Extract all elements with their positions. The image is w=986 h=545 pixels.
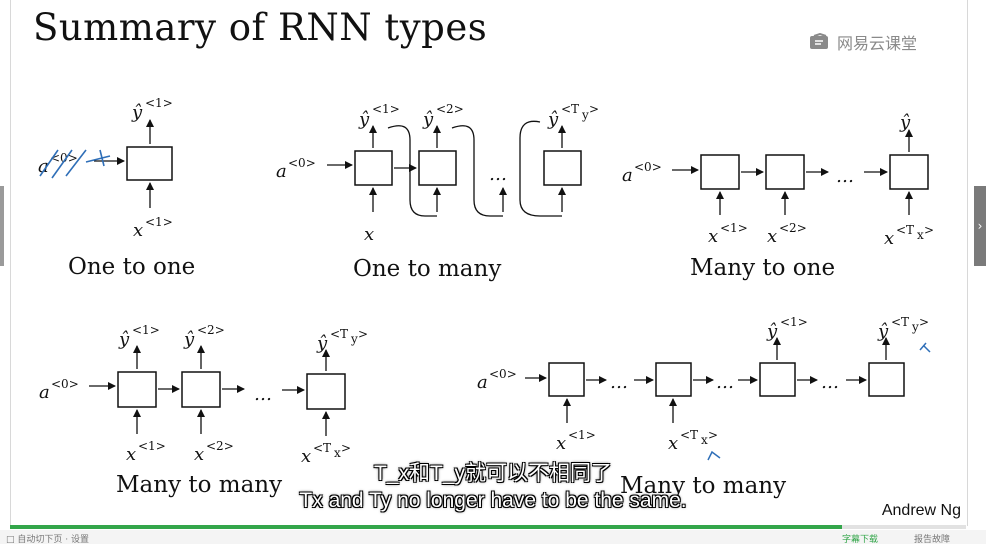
next-slide-button[interactable]: › <box>974 186 986 266</box>
brand-logo: 网易云课堂 <box>809 30 917 54</box>
diagram-many-to-one: a <0> … x <1> x <2> x <T x > ŷ <box>622 112 934 249</box>
svg-text:<1>: <1> <box>145 215 173 229</box>
svg-text:x: x <box>767 226 777 247</box>
report-issue-link[interactable]: 报告故障 <box>914 535 951 545</box>
svg-text:a: a <box>477 372 488 393</box>
svg-text:<T: <T <box>561 102 579 116</box>
auto-next-toggle[interactable]: □ 自动切下页 · 设置 <box>6 535 89 545</box>
caption-many-to-many-equal: Many to many <box>116 472 283 498</box>
annotation-strike <box>39 149 111 179</box>
svg-text:<2>: <2> <box>206 439 234 453</box>
svg-text:x: x <box>301 446 311 467</box>
svg-text:x: x <box>194 444 204 465</box>
caption-one-to-one: One to one <box>68 254 196 280</box>
svg-text:<0>: <0> <box>288 156 316 170</box>
diagram-many-to-many-encoder-decoder: a <0> … … … x <1> x <T x > ŷ <1> ŷ <T y … <box>477 315 931 461</box>
diagram-one-to-many: a <0> x … ŷ <1> ŷ <2> ŷ <T y > <box>276 102 599 245</box>
svg-text:<T: <T <box>896 223 914 237</box>
svg-text:<1>: <1> <box>568 428 596 442</box>
svg-text:<0>: <0> <box>51 377 79 391</box>
svg-text:…: … <box>254 384 272 405</box>
diagram-many-to-many-equal: a <0> … ŷ <1> ŷ <2> ŷ <T y > x <1> x <2>… <box>39 323 368 467</box>
author-credit: Andrew Ng <box>881 502 961 519</box>
svg-text:<1>: <1> <box>780 315 808 329</box>
svg-text:>: > <box>589 102 599 116</box>
annotation-mark <box>919 342 931 353</box>
diagram-one-to-one: a <0> x <1> ŷ <1> <box>38 96 173 241</box>
svg-text:y: y <box>911 320 919 334</box>
svg-text:<2>: <2> <box>436 102 464 116</box>
rnn-cell <box>126 146 173 181</box>
subtitle-line-chinese: T_x和T_y就可以不相同了 <box>373 462 612 485</box>
svg-text:<T: <T <box>313 441 331 455</box>
slide-title: Summary of RNN types <box>33 6 488 49</box>
svg-text:ŷ: ŷ <box>183 329 195 350</box>
svg-text:…: … <box>821 372 839 393</box>
brand-name: 网易云课堂 <box>837 34 918 53</box>
svg-text:<T: <T <box>680 428 698 442</box>
previous-slide-handle[interactable] <box>0 186 4 266</box>
subtitle-download-link[interactable]: 字幕下载 <box>842 535 879 545</box>
svg-text:…: … <box>836 166 854 187</box>
svg-text:<0>: <0> <box>50 151 78 165</box>
svg-text:>: > <box>341 441 351 455</box>
video-progress-bar[interactable] <box>10 525 966 529</box>
svg-text:x: x <box>334 446 341 460</box>
svg-text:ŷ: ŷ <box>899 112 911 133</box>
svg-text:<0>: <0> <box>489 367 517 381</box>
caption-one-to-many: One to many <box>353 256 502 282</box>
svg-text:…: … <box>489 164 507 185</box>
svg-text:>: > <box>358 327 368 341</box>
player-bottom-bar: □ 自动切下页 · 设置 字幕下载 报告故障 <box>0 530 986 545</box>
caption-many-to-one: Many to one <box>690 255 836 281</box>
svg-text:y: y <box>581 108 589 122</box>
svg-text:…: … <box>610 372 628 393</box>
svg-text:ŷ: ŷ <box>358 109 370 130</box>
svg-text:x: x <box>126 444 136 465</box>
svg-text:x: x <box>364 224 374 245</box>
svg-text:<2>: <2> <box>197 323 225 337</box>
svg-text:x: x <box>708 226 718 247</box>
svg-text:>: > <box>708 428 718 442</box>
svg-text:a: a <box>622 165 633 186</box>
svg-text:<1>: <1> <box>132 323 160 337</box>
svg-text:<1>: <1> <box>138 439 166 453</box>
svg-text:<T: <T <box>891 315 909 329</box>
svg-text:x: x <box>133 220 143 241</box>
svg-text:<T: <T <box>330 327 348 341</box>
svg-text:ŷ: ŷ <box>547 109 559 130</box>
svg-text:<1>: <1> <box>720 221 748 235</box>
video-progress-fill <box>10 525 842 529</box>
svg-text:ŷ: ŷ <box>877 321 889 342</box>
svg-text:ŷ: ŷ <box>316 333 328 354</box>
svg-text:>: > <box>924 223 934 237</box>
annotation-mark <box>707 450 721 461</box>
svg-text:…: … <box>716 372 734 393</box>
svg-text:<2>: <2> <box>779 221 807 235</box>
brand-icon <box>810 33 828 49</box>
svg-text:x: x <box>668 433 678 454</box>
svg-text:x: x <box>701 433 708 447</box>
subtitle-line-english: Tx and Ty no longer have to be the same. <box>299 489 687 512</box>
svg-text:x: x <box>556 433 566 454</box>
svg-text:<1>: <1> <box>145 96 173 110</box>
svg-text:<0>: <0> <box>634 160 662 174</box>
svg-text:x: x <box>917 228 924 242</box>
svg-text:>: > <box>919 315 929 329</box>
svg-text:<1>: <1> <box>372 102 400 116</box>
caption-many-to-many-encoder-decoder: Many to many <box>620 473 787 499</box>
input-a0-label: a <box>38 156 49 177</box>
svg-text:y: y <box>350 332 358 346</box>
svg-text:ŷ: ŷ <box>422 109 434 130</box>
svg-text:a: a <box>276 161 287 182</box>
svg-text:a: a <box>39 382 50 403</box>
svg-text:ŷ: ŷ <box>118 329 130 350</box>
svg-text:ŷ: ŷ <box>131 102 143 123</box>
slide: Summary of RNN types 网易云课堂 Andrew Ng <box>10 0 968 526</box>
svg-text:x: x <box>884 228 894 249</box>
svg-text:ŷ: ŷ <box>766 321 778 342</box>
